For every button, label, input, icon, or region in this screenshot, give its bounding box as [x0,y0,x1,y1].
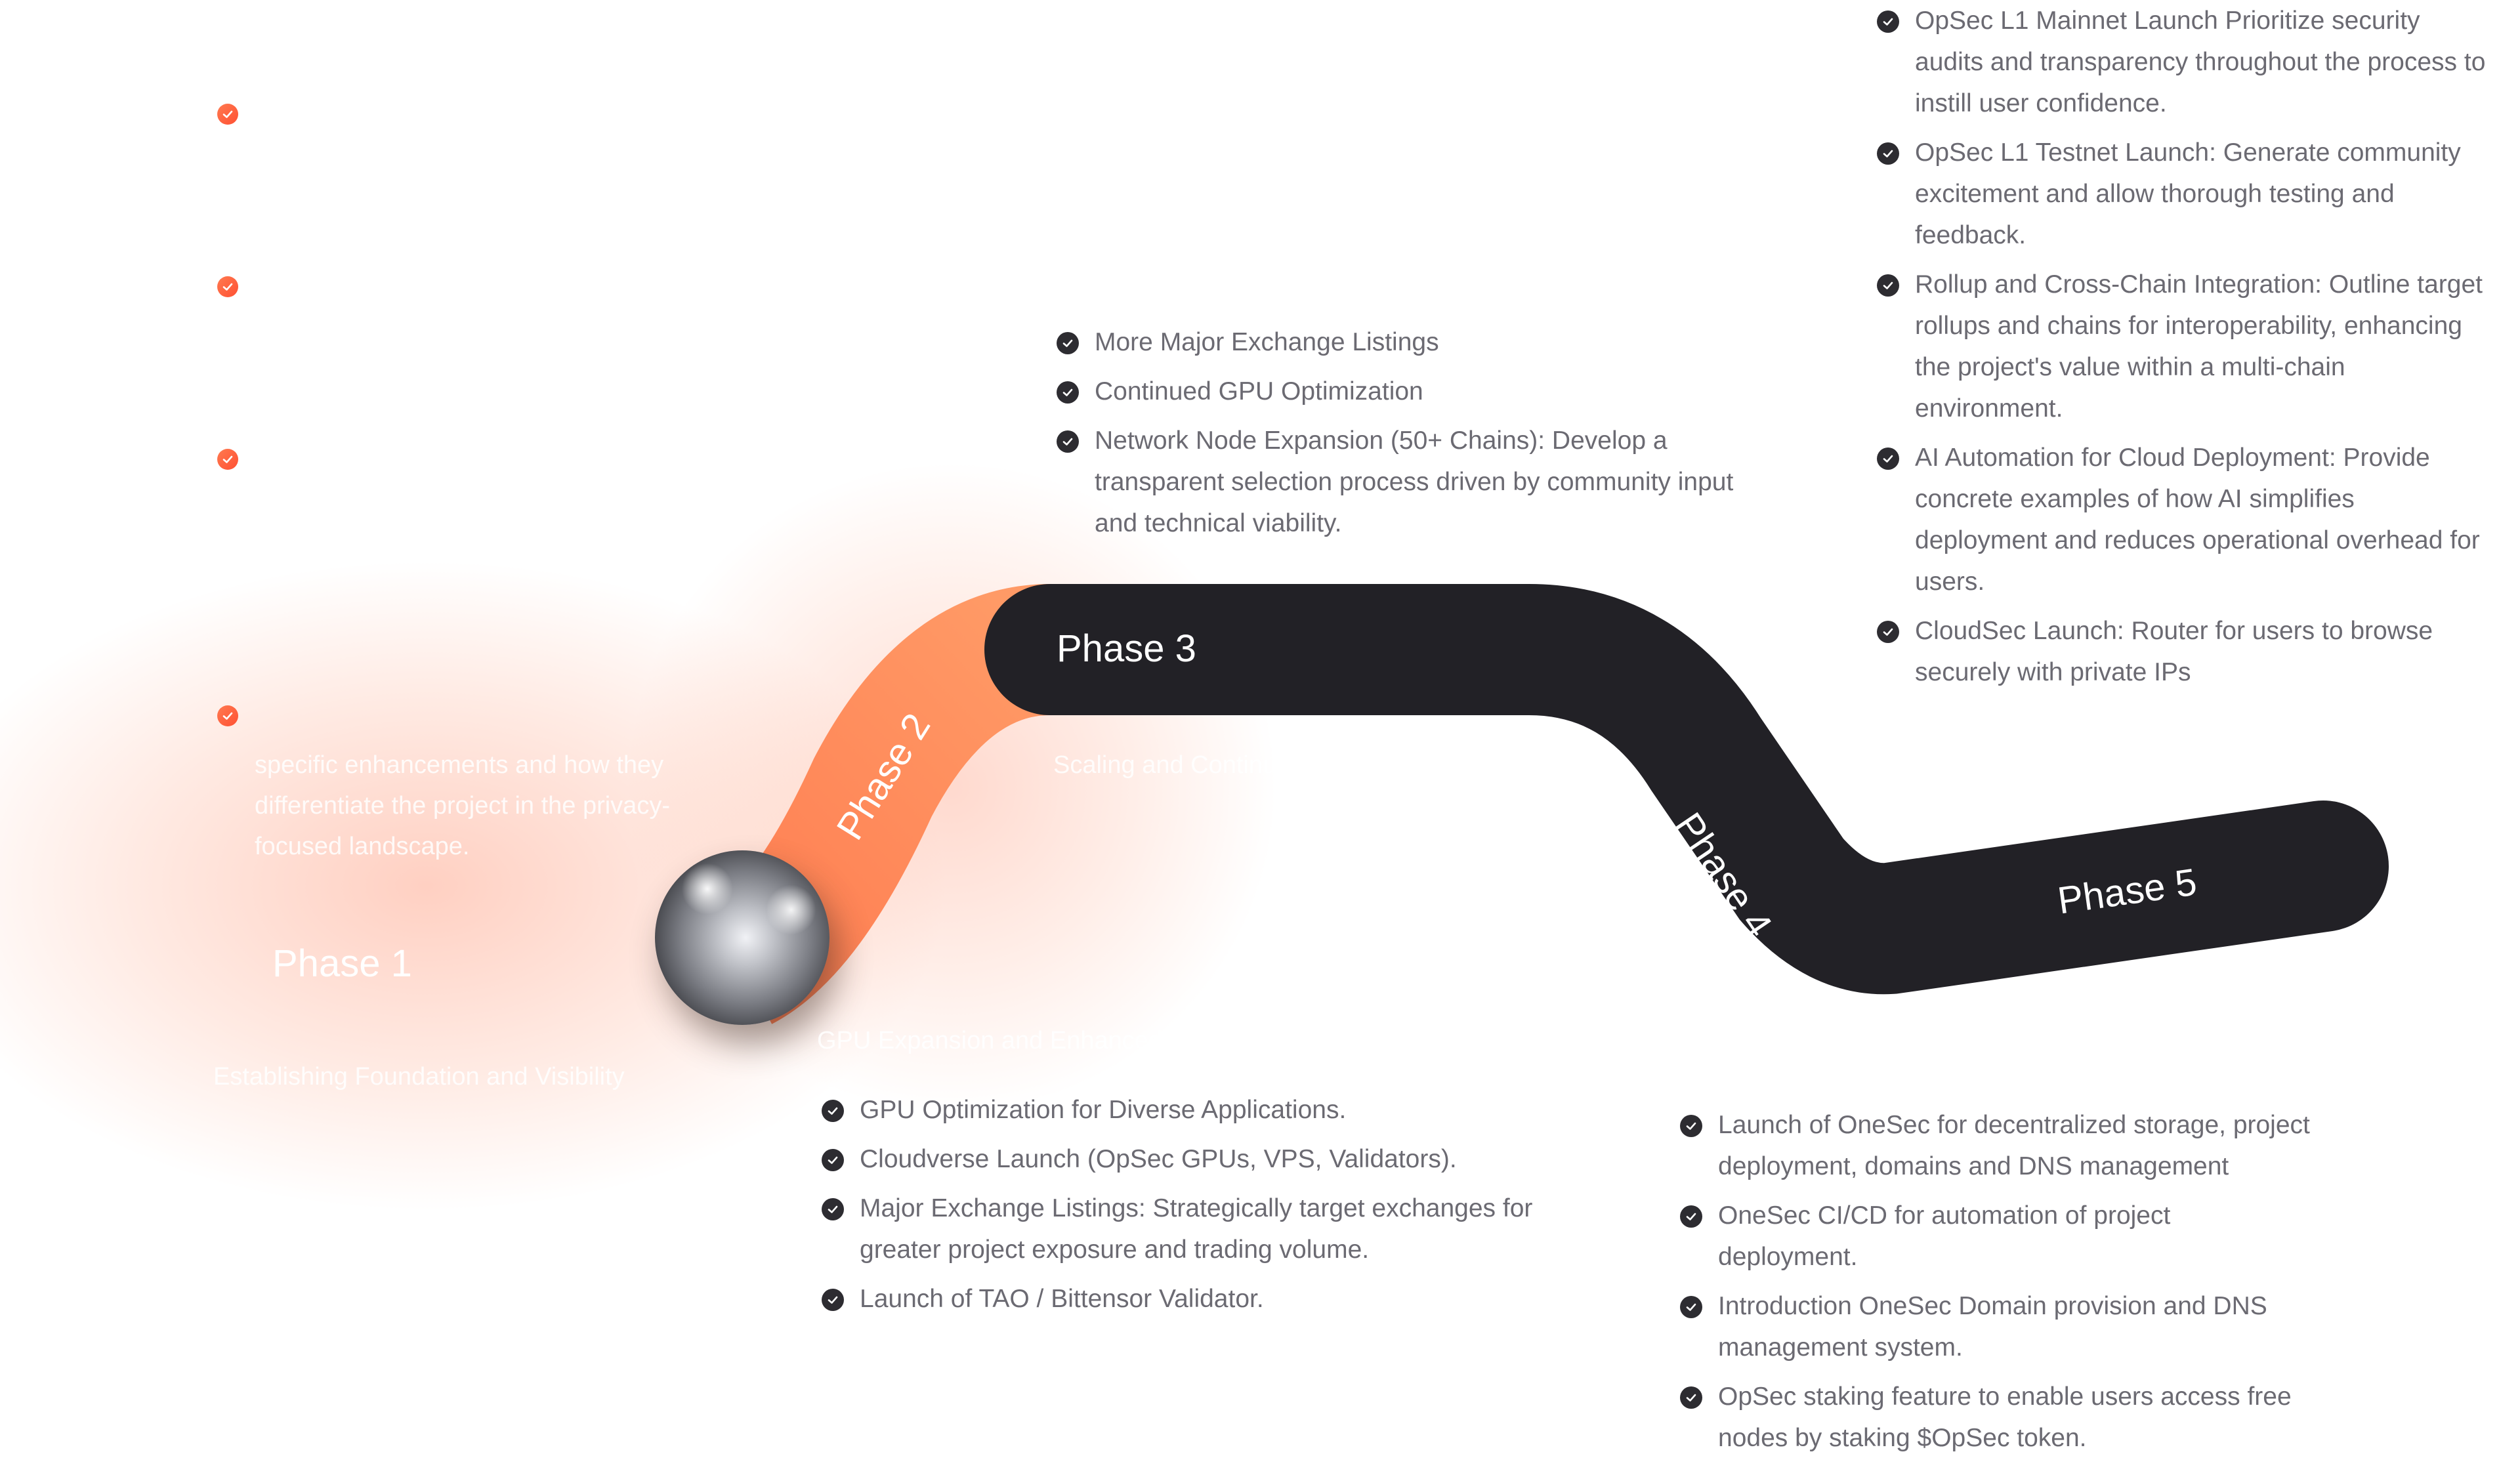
phase2-subtitle: GPU Expansion and Enhanced Exchange List… [817,1027,1372,1054]
list-item: CloudSec Launch: Router for users to bro… [1877,610,2494,693]
list-item: AI Automation for Cloud Deployment: Prov… [1877,437,2494,602]
phase2-list: GPU Optimization for Diverse Application… [822,1089,1544,1327]
check-icon [1877,621,1899,643]
check-icon [1057,381,1079,404]
list-item: Major Exchange Listings: Strategically t… [822,1188,1544,1270]
check-icon [1877,10,1899,33]
check-icon [1680,1205,1702,1228]
phase1-label: Phase 1 [272,942,412,985]
list-item: OpSec L1 Testnet Launch: Generate commun… [1877,132,2494,256]
check-icon [1680,1115,1702,1137]
list-item: Rollup and Cross-Chain Integration: Outl… [1877,264,2494,429]
check-icon [1057,430,1079,453]
check-icon [822,1198,844,1220]
check-icon [1877,142,1899,165]
check-icon [1877,447,1899,470]
list-item: OneSec CI/CD for automation of project d… [1680,1195,2310,1278]
phase3-label: Phase 3 [1057,627,1196,670]
phase5-list: OpSec L1 Mainnet Launch Prioritize secur… [1877,0,2494,701]
list-item: Network Node Expansion (50+ Chains): Dev… [1057,420,1778,544]
check-icon [1057,332,1079,354]
check-icon [217,104,238,125]
check-icon [822,1289,844,1311]
phase3-list: More Major Exchange Listings Continued G… [1057,322,1778,552]
check-icon [217,449,238,470]
check-icon [1680,1386,1702,1409]
check-icon [1877,274,1899,297]
phase3-subtitle: Scaling and Continued Growth [1053,751,1392,779]
list-item: Introduction OneSec Domain provision and… [1680,1285,2310,1368]
check-icon [822,1100,844,1122]
list-item: OpSec L1 Mainnet Launch Prioritize secur… [1877,0,2494,124]
list-item: GPU Optimization for Diverse Application… [822,1089,1544,1131]
list-item: Continued GPU Optimization [1057,371,1778,412]
check-icon [822,1149,844,1171]
phase1-subtitle: Establishing Foundation and Visibility [213,1063,625,1091]
phase1-faded-line-3: focused landscape. [255,833,470,860]
list-item: OpSec staking feature to enable users ac… [1680,1376,2310,1459]
list-item: Launch of OneSec for decentralized stora… [1680,1104,2310,1187]
check-icon [1680,1296,1702,1318]
phase1-faded-line-2: differentiate the project in the privacy… [255,792,670,820]
check-icon [217,705,238,726]
list-item: Cloudverse Launch (OpSec GPUs, VPS, Vali… [822,1138,1544,1180]
phase3-5-segment [984,584,2389,995]
metal-ball-marker [655,850,830,1025]
check-icon [217,276,238,297]
phase4-list: Launch of OneSec for decentralized stora… [1680,1104,2310,1467]
phase1-faded-line-1: specific enhancements and how they [255,751,664,779]
list-item: More Major Exchange Listings [1057,322,1778,363]
list-item: Launch of TAO / Bittensor Validator. [822,1278,1544,1320]
